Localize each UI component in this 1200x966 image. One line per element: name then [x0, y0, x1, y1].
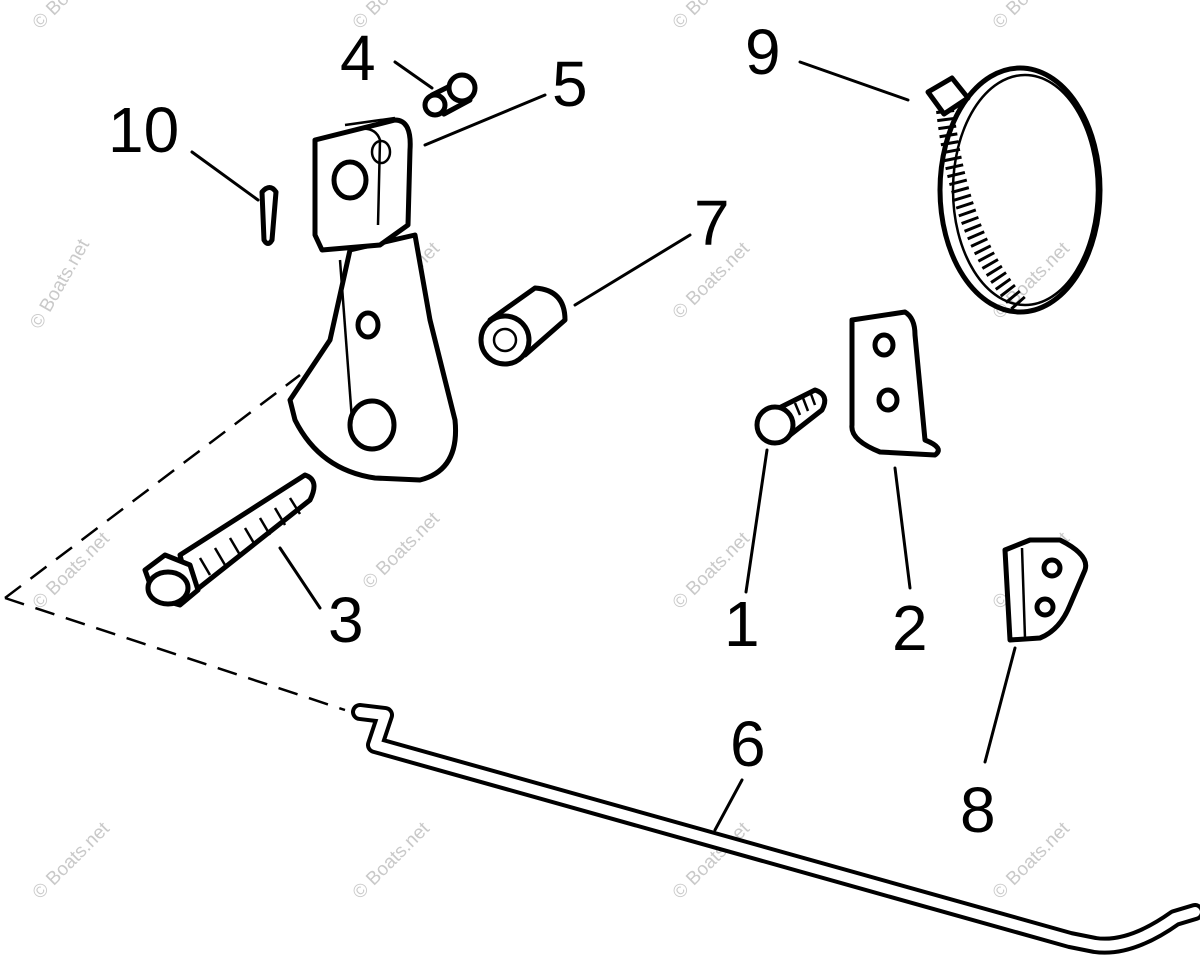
- callout-9: 9: [745, 16, 781, 88]
- callout-8: 8: [960, 774, 996, 846]
- arm-lever: [287, 116, 459, 483]
- clip: [1002, 537, 1089, 643]
- watermark: © Boats.net: [989, 0, 1075, 34]
- callout-2: 2: [892, 592, 928, 664]
- watermark: © Boats.net: [989, 818, 1075, 904]
- sleeve: [478, 285, 568, 367]
- watermark: © Boats.net: [359, 508, 445, 594]
- callout-6: 6: [730, 708, 766, 780]
- pin: [422, 72, 478, 118]
- callout-4: 4: [340, 22, 376, 94]
- callouts: 1 2 3 4 5 6 7 8 9 10: [108, 16, 996, 846]
- screw: [754, 387, 828, 446]
- watermark: © Boats.net: [26, 235, 94, 332]
- callout-3: 3: [328, 584, 364, 656]
- bolt: [142, 472, 317, 608]
- callout-1: 1: [724, 588, 760, 660]
- watermark: © Boats.net: [29, 0, 115, 34]
- hose-clamp: [925, 65, 1103, 315]
- alignment-guides: [4, 374, 346, 712]
- cotter-pin: [259, 185, 279, 246]
- watermark: © Boats.net: [669, 0, 755, 34]
- leader-lines: [190, 60, 1017, 832]
- callout-5: 5: [552, 48, 588, 120]
- watermark: © Boats.net: [29, 818, 115, 904]
- callout-7: 7: [694, 187, 730, 259]
- rod: [351, 703, 1200, 955]
- callout-10: 10: [108, 94, 179, 166]
- watermark: © Boats.net: [349, 818, 435, 904]
- bracket-plate: [849, 309, 941, 458]
